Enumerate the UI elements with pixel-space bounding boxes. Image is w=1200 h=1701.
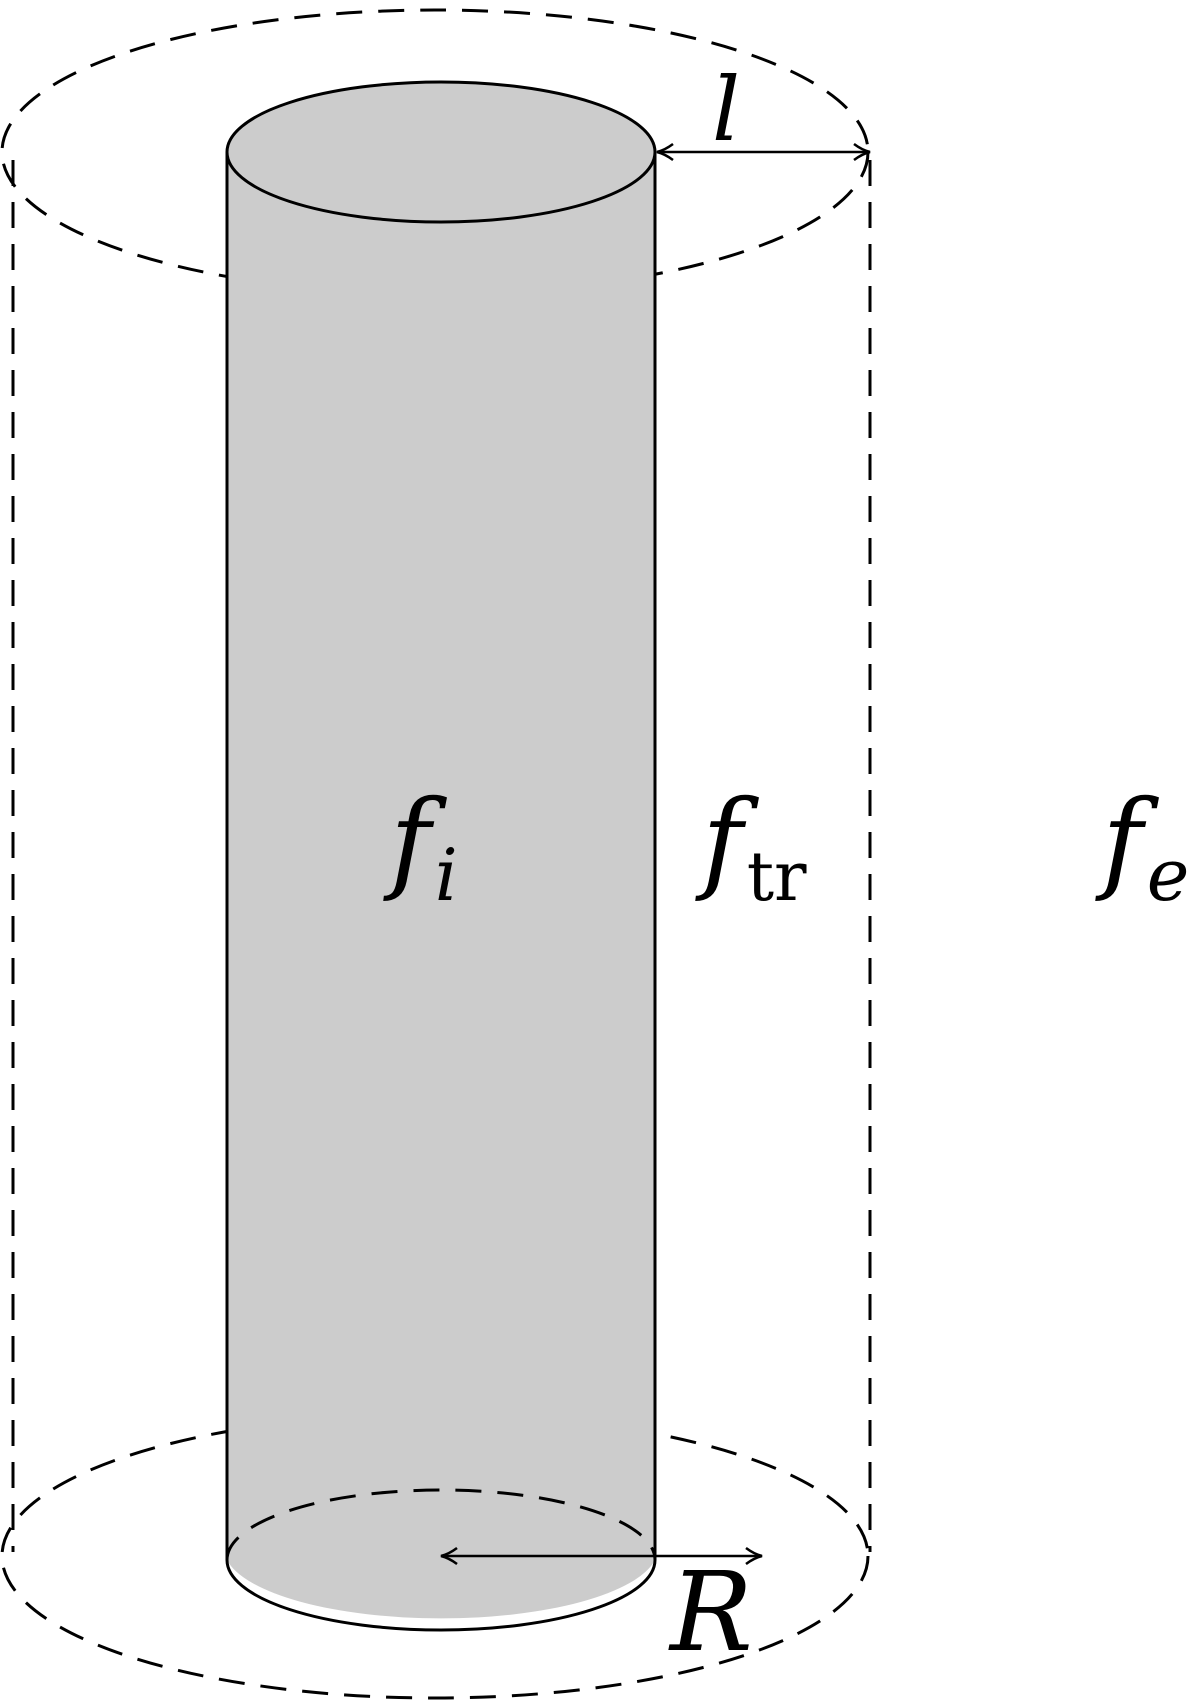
f-i-sub: i	[435, 833, 458, 917]
inner-top-ellipse	[225, 80, 657, 224]
inner-bottom-front-arc	[225, 1559, 657, 1632]
inner-cylinder-body	[227, 152, 655, 1619]
r-label: R	[668, 1548, 753, 1676]
f-e-label: fe	[1095, 776, 1189, 917]
inner-bottom-back-arc	[225, 1488, 657, 1561]
f-tr-sub: tr	[747, 838, 807, 917]
inner-cylinder	[225, 80, 657, 1632]
l-label: l	[712, 58, 740, 161]
f-e-sub: e	[1147, 833, 1190, 917]
f-tr-label: ftr	[695, 776, 807, 917]
